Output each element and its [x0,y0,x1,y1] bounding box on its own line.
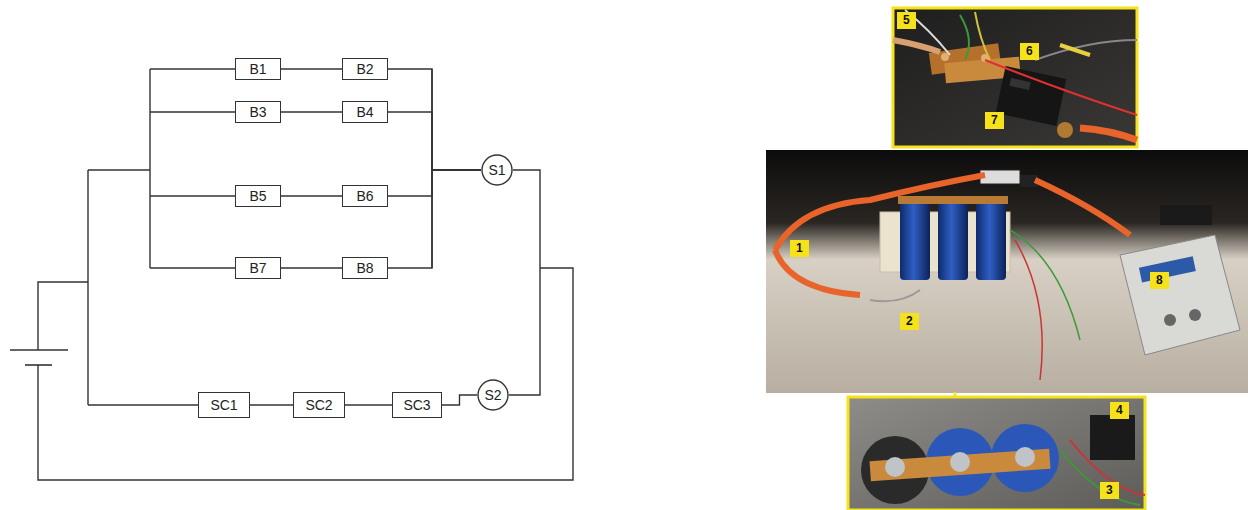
setup-photo [766,150,1248,393]
component-label: SC3 [403,398,430,412]
callout-number: 7 [985,112,1004,129]
component-box: B8 [342,257,388,279]
wire-connector [281,69,342,70]
component-box: SC1 [198,392,250,418]
wire-connector [281,196,342,197]
callout-number: 6 [1020,43,1039,60]
wire-connector [509,170,540,395]
callout-number: 1 [790,240,809,257]
callout-number: 8 [1150,272,1169,289]
component-box: B2 [342,58,388,80]
component-box: B4 [342,101,388,123]
component-label: S1 [488,163,505,177]
wire-connector [442,395,477,405]
component-box: B1 [235,58,281,80]
component-label: B5 [249,189,266,203]
callout-number: 4 [1110,402,1129,419]
component-label: SC1 [210,398,237,412]
wire-connector [281,268,342,269]
component-label: B8 [356,261,373,275]
component-box: SC2 [293,392,345,418]
callout-number: 5 [897,12,916,29]
component-box: B5 [235,185,281,207]
supercapacitor-photo [848,397,1145,510]
wire-connector [345,405,392,406]
wire-connector [281,112,342,113]
switch-circle: S1 [481,154,513,186]
component-label: SC2 [305,398,332,412]
component-box: B7 [235,257,281,279]
wire-connector [388,170,481,196]
component-box: SC3 [392,392,442,418]
component-label: B7 [249,261,266,275]
component-box: B6 [342,185,388,207]
component-label: B1 [249,62,266,76]
component-label: B2 [356,62,373,76]
wire-connector [388,170,481,268]
wire-connector [388,69,481,170]
schematic-wires [38,69,573,480]
switch-circle: S2 [477,379,509,411]
wire-connector [250,405,293,406]
callout-number: 2 [900,313,919,330]
relay-photo [893,8,1137,147]
component-box: B3 [235,101,281,123]
component-label: B3 [249,105,266,119]
battery-symbol [10,350,68,365]
component-label: S2 [484,388,501,402]
component-label: B6 [356,189,373,203]
callout-number: 3 [1100,482,1119,499]
wire-connector [388,112,481,170]
component-label: B4 [356,105,373,119]
